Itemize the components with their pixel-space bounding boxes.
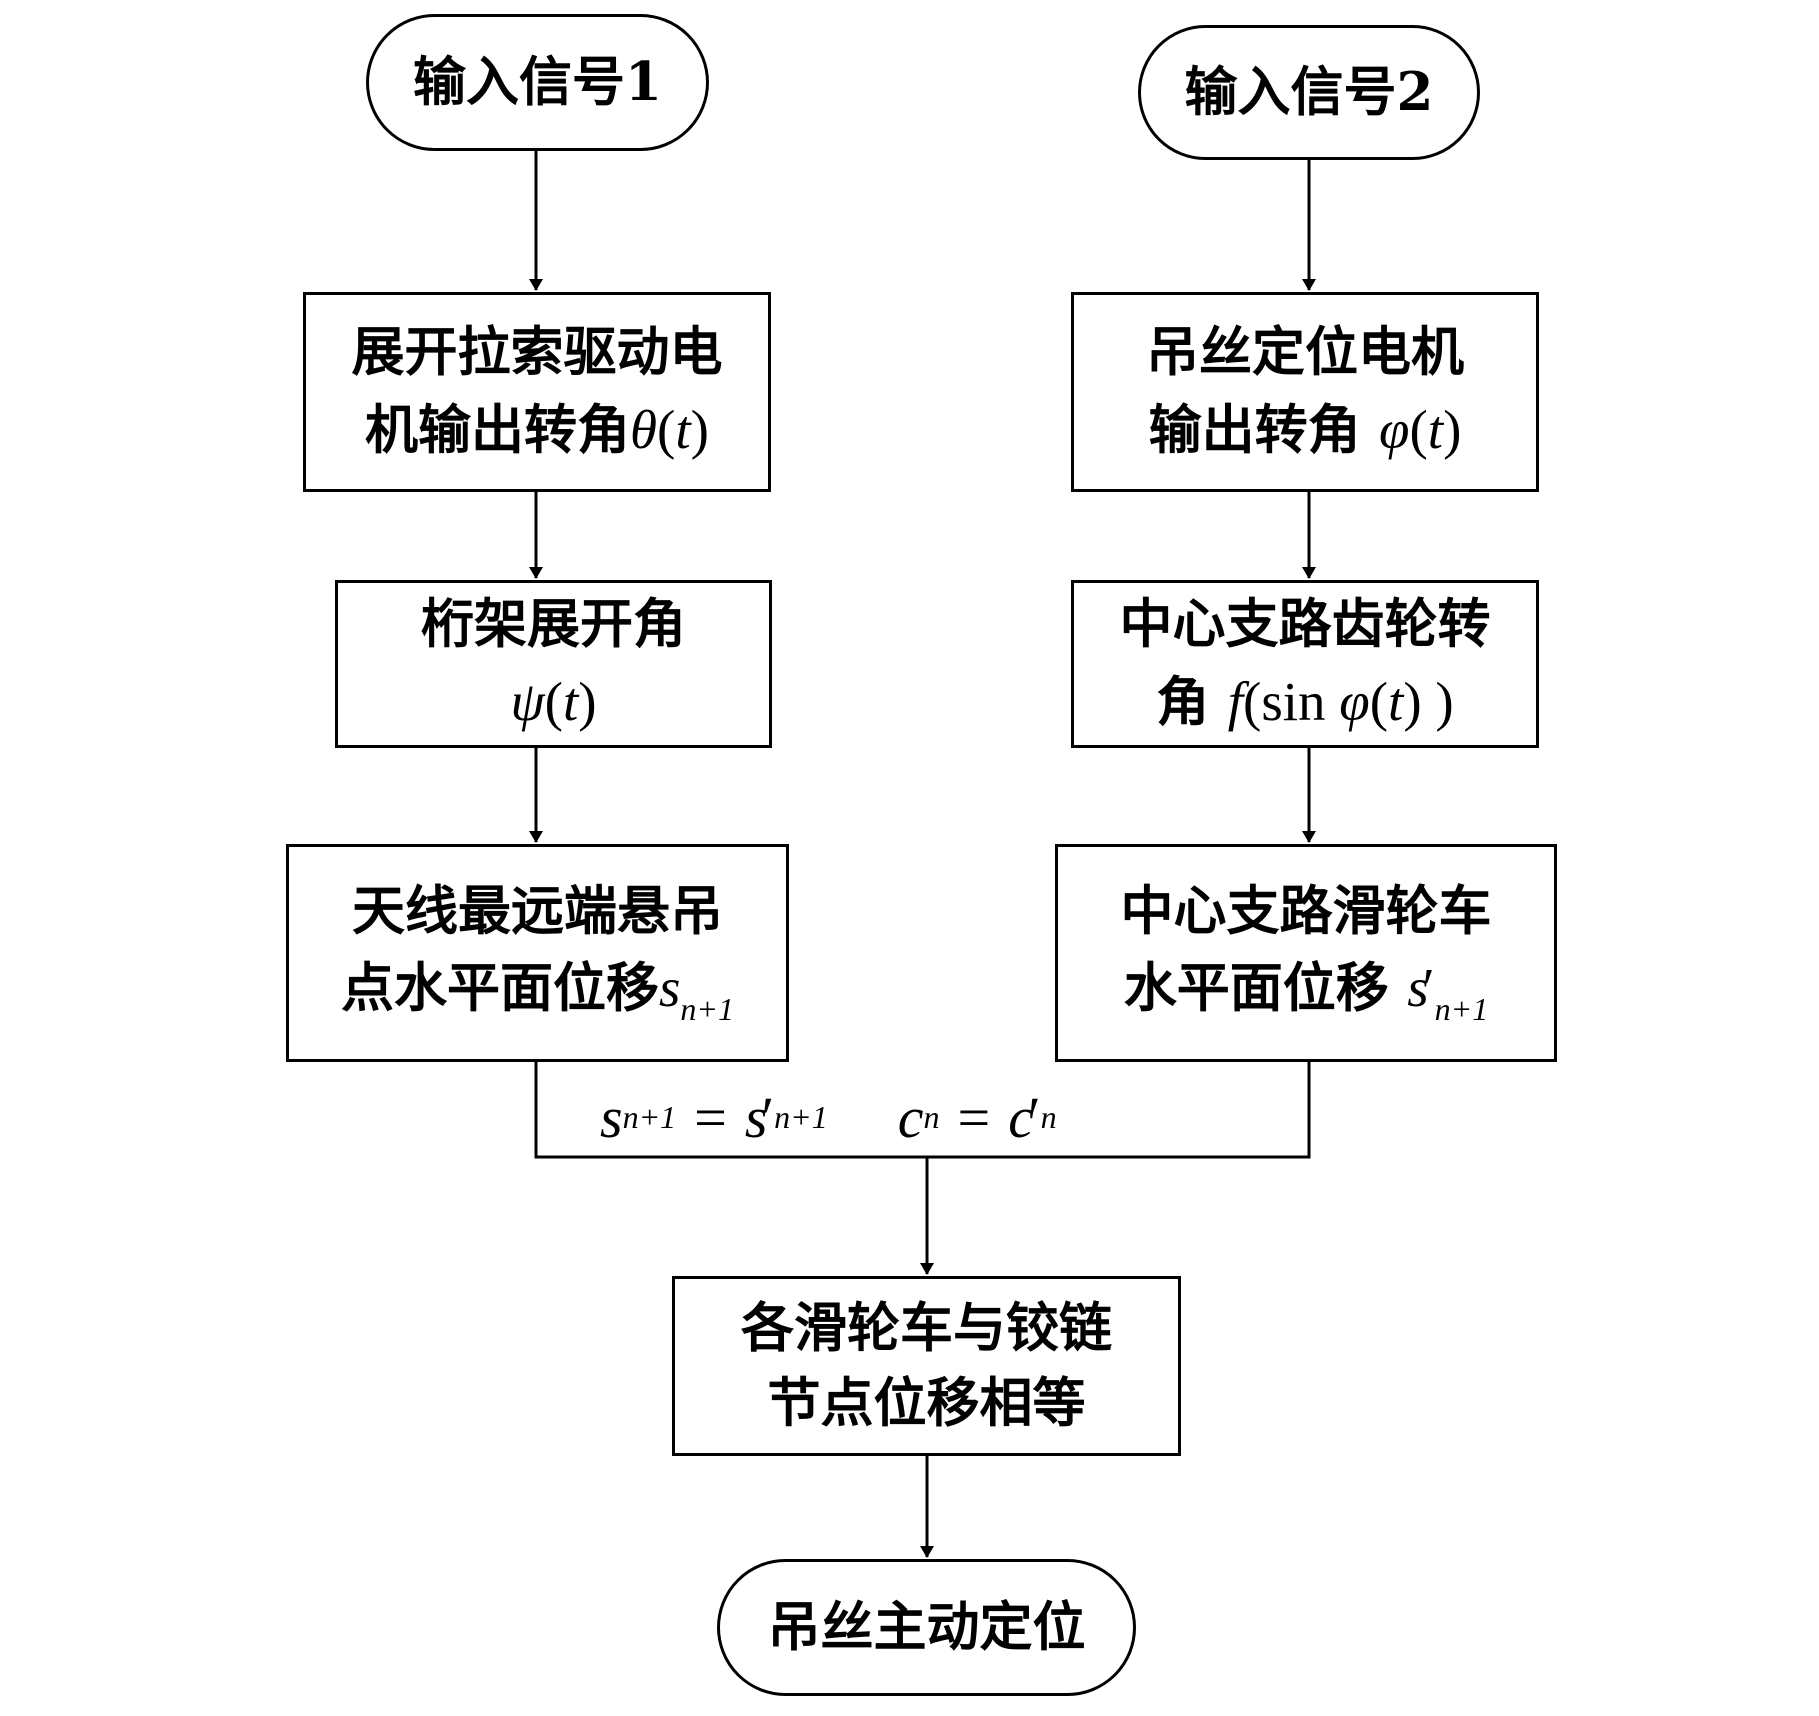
equal-displacement-line1: 各滑轮车与铰链 — [741, 1296, 1112, 1359]
center-gear-line1: 中心支路齿轮转 — [1119, 593, 1491, 656]
truss-angle-box: 桁架展开角 ψ(t) — [335, 580, 772, 748]
hanger-motor-line1: 吊丝定位电机 — [1146, 321, 1464, 384]
input-signal-1-label: 输入信号1 — [413, 50, 662, 113]
truss-angle-line2: ψ(t) — [510, 670, 597, 732]
psi-symbol: ψ — [510, 670, 545, 732]
truss-angle-line1: 桁架展开角 — [421, 593, 686, 656]
center-gear-line2: 角 f(sin φ(t) ) — [1156, 670, 1454, 733]
far-point-line2: 点水平面位移sn+1 — [341, 956, 734, 1027]
equal-displacement-line2: 节点位移相等 — [767, 1372, 1086, 1434]
phi-symbol: φ — [1379, 398, 1410, 460]
input-signal-1-terminal: 输入信号1 — [366, 14, 709, 151]
pulley-line1: 中心支路滑轮车 — [1120, 879, 1492, 942]
hanger-motor-angle-box: 吊丝定位电机 输出转角 φ(t) — [1071, 292, 1539, 492]
cable-motor-line2: 机输出转角θ(t) — [365, 398, 709, 461]
far-point-displacement-box: 天线最远端悬吊 点水平面位移sn+1 — [286, 844, 789, 1062]
active-positioning-label: 吊丝主动定位 — [767, 1595, 1086, 1658]
input-signal-2-label: 输入信号2 — [1184, 60, 1434, 123]
active-positioning-terminal: 吊丝主动定位 — [717, 1559, 1136, 1696]
equal-displacement-box: 各滑轮车与铰链 节点位移相等 — [672, 1276, 1181, 1456]
theta-symbol: θ — [630, 398, 658, 460]
pulley-line2: 水平面位移 s′n+1 — [1123, 956, 1489, 1027]
hanger-motor-line2: 输出转角 φ(t) — [1148, 398, 1462, 461]
cable-motor-line1: 展开拉索驱动电 — [351, 321, 723, 384]
far-point-line1: 天线最远端悬吊 — [352, 879, 723, 942]
merge-bracket — [534, 1062, 1311, 1159]
center-gear-angle-box: 中心支路齿轮转 角 f(sin φ(t) ) — [1071, 580, 1539, 748]
cable-motor-angle-box: 展开拉索驱动电 机输出转角θ(t) — [303, 292, 771, 492]
input-signal-2-terminal: 输入信号2 — [1138, 25, 1480, 160]
pulley-displacement-box: 中心支路滑轮车 水平面位移 s′n+1 — [1055, 844, 1557, 1062]
